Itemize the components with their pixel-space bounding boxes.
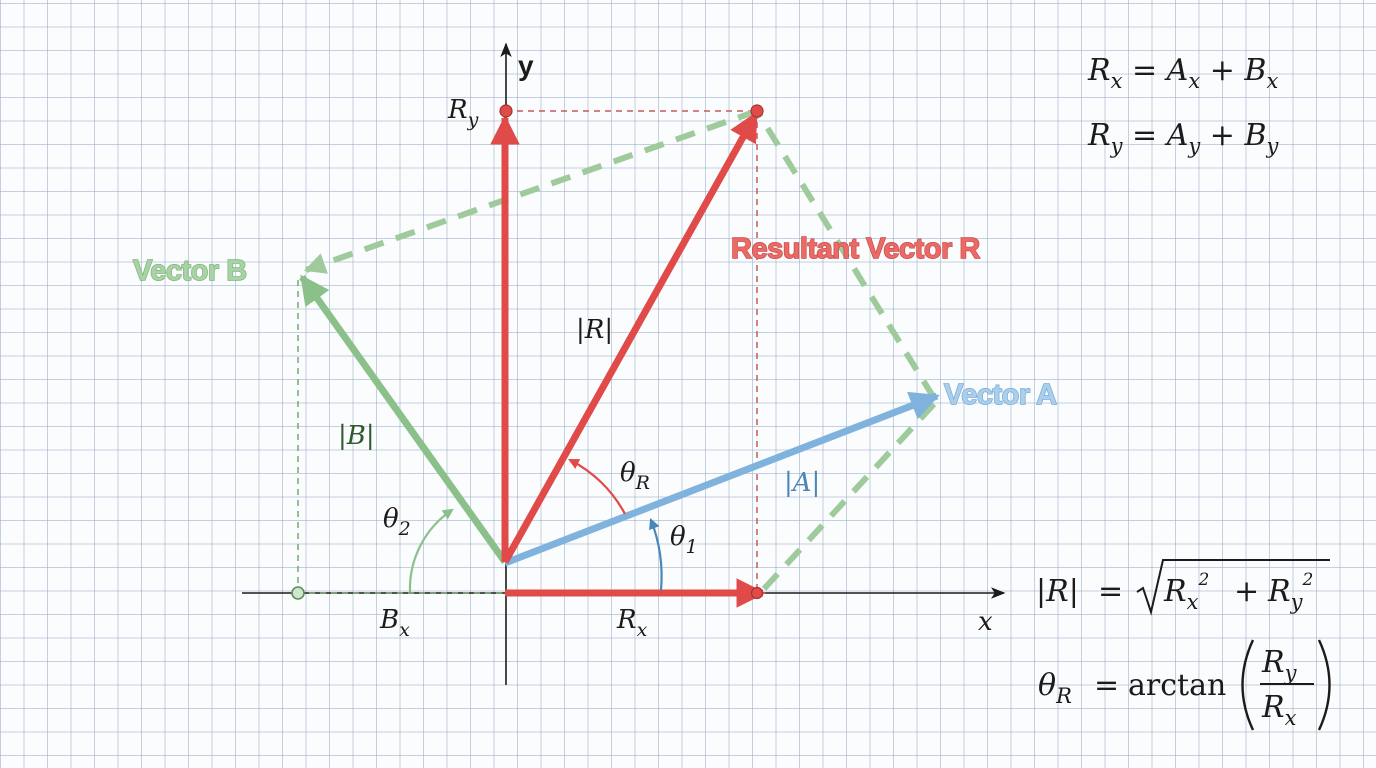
bx-point	[291, 586, 305, 600]
square-root-sign	[1136, 559, 1330, 616]
thetaR-label: θR	[620, 458, 650, 494]
a-to-rx-dashed-line	[759, 401, 937, 594]
resultant-vector-title: Resultant Vector R	[731, 233, 980, 265]
magnitude-r-label: |R|	[576, 315, 613, 345]
rx-equation: Rx = Ax + Bx	[1087, 53, 1278, 93]
theta1-arc	[649, 517, 663, 591]
magnitude-formula: |R| = Rx2 + Ry2	[1036, 559, 1330, 616]
a-translated-dashed-vector	[303, 108, 758, 274]
ry-point	[499, 104, 513, 118]
theta2-arc	[408, 508, 454, 593]
ry-label: Ry	[447, 95, 479, 131]
thetaR-arc	[568, 459, 626, 515]
svg-text:|R|: |R|	[1036, 574, 1079, 609]
x-axis-label: x	[978, 607, 993, 637]
rx-point	[750, 586, 764, 600]
svg-text:+: +	[1234, 574, 1259, 609]
resultant-tip-point	[750, 104, 764, 118]
ry-equation: Ry = Ay + By	[1087, 118, 1280, 158]
y-axis-label: y	[518, 50, 534, 81]
rx-label: Rx	[616, 605, 648, 641]
svg-text:θR: θR	[1038, 668, 1072, 708]
vector-a-title: Vector A	[944, 379, 1057, 411]
b-translated-dashed-vector	[754, 109, 937, 400]
svg-text:=: =	[1094, 668, 1119, 703]
theta1-label: θ1	[670, 522, 698, 558]
left-paren	[1241, 639, 1255, 731]
theta2-label: θ2	[383, 504, 411, 540]
angle-formula: θR = arctan Ry Rx	[1038, 639, 1331, 731]
svg-text:Ry2: Ry2	[1267, 570, 1313, 614]
vector-b-arrow	[299, 274, 508, 565]
vector-b-title: Vector B	[133, 255, 247, 287]
magnitude-a-label: |A|	[784, 468, 820, 498]
resultant-vector-arrow	[501, 111, 760, 564]
vector-a-arrow	[503, 391, 940, 567]
svg-text:Rx2: Rx2	[1163, 570, 1209, 614]
magnitude-b-label: |B|	[338, 421, 375, 451]
bx-label: Bx	[379, 605, 410, 641]
svg-text:Rx: Rx	[1261, 690, 1297, 730]
right-paren	[1317, 639, 1331, 731]
svg-text:arctan: arctan	[1128, 668, 1226, 703]
svg-text:Ry: Ry	[1261, 645, 1298, 685]
svg-text:=: =	[1098, 574, 1123, 609]
